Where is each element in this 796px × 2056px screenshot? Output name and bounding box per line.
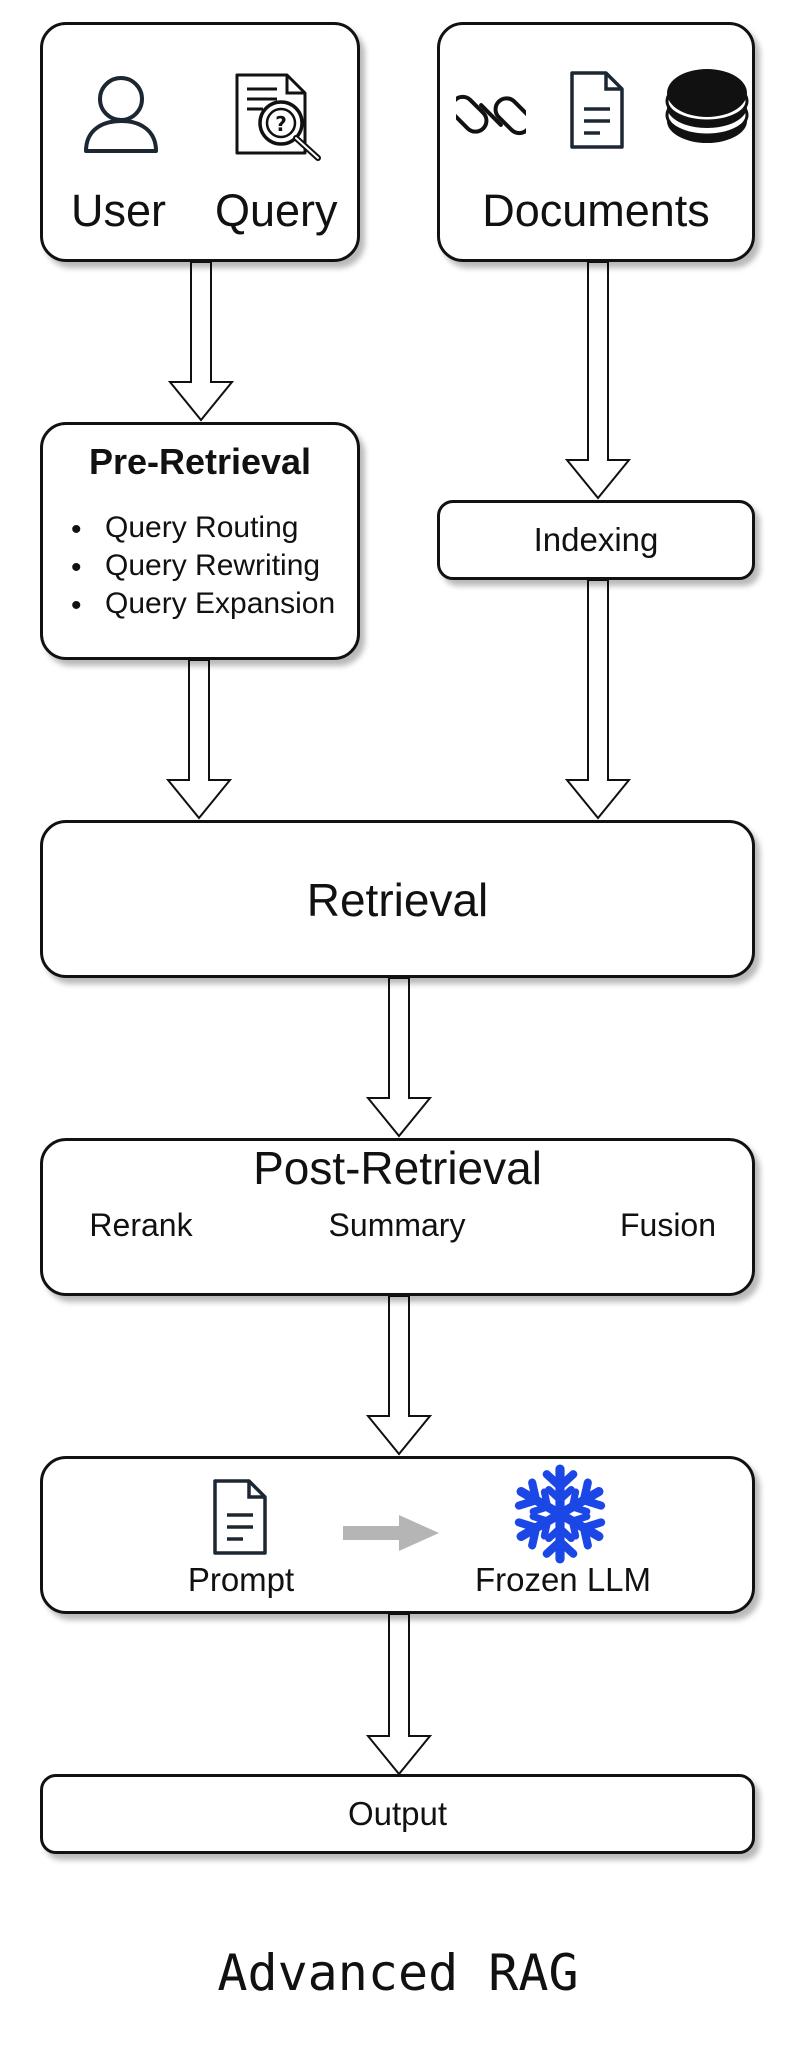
pre-retrieval-bullet-2: •	[71, 551, 82, 584]
arrow-pre-retrieval-to-retrieval	[165, 659, 233, 820]
stack-icon	[665, 69, 749, 143]
query-document-icon: ?	[235, 73, 321, 161]
frozen-llm-label: Frozen LLM	[474, 1561, 652, 1598]
arrow-post-retrieval-to-generation	[365, 1295, 433, 1456]
documents-box: Documents	[437, 22, 755, 262]
pre-retrieval-item: Query Expansion	[105, 587, 336, 620]
indexing-label: Indexing	[533, 521, 659, 558]
pre-retrieval-box: Pre-Retrieval • Query Routing • Query Re…	[40, 422, 360, 660]
user-icon	[84, 76, 158, 153]
link-icon	[456, 94, 526, 136]
pre-retrieval-bullet-3: •	[71, 589, 82, 622]
pre-retrieval-title: Pre-Retrieval	[88, 441, 312, 482]
arrow-retrieval-to-post-retrieval	[365, 977, 433, 1138]
prompt-label: Prompt	[187, 1561, 295, 1598]
pre-retrieval-item: Query Rewriting	[105, 549, 321, 582]
documents-label: Documents	[482, 185, 710, 236]
generation-box: Prompt Frozen LLM	[40, 1456, 755, 1614]
diagram-caption: Advanced RAG	[217, 1944, 579, 2002]
arrow-generation-to-output	[365, 1613, 433, 1776]
post-retrieval-item: Fusion	[619, 1207, 717, 1243]
post-retrieval-item: Summary	[328, 1207, 466, 1243]
user-query-box: ? User Query	[40, 22, 360, 262]
arrow-indexing-to-retrieval	[564, 579, 632, 820]
post-retrieval-title: Post-Retrieval	[253, 1142, 542, 1194]
snowflake-icon	[509, 1463, 611, 1565]
pre-retrieval-item: Query Routing	[105, 511, 299, 544]
document-icon	[570, 71, 624, 149]
post-retrieval-box: Post-Retrieval Rerank Summary Fusion	[40, 1138, 755, 1296]
output-box: Output	[40, 1774, 755, 1854]
post-retrieval-item: Rerank	[89, 1207, 193, 1243]
retrieval-box: Retrieval	[40, 820, 755, 978]
arrow-query-to-pre-retrieval	[167, 261, 235, 422]
pre-retrieval-bullet-1: •	[71, 513, 82, 546]
user-label: User	[71, 185, 167, 236]
prompt-document-icon	[213, 1479, 267, 1555]
output-label: Output	[347, 1795, 448, 1832]
query-label: Query	[215, 185, 338, 236]
flow-arrow-icon	[343, 1515, 439, 1551]
indexing-box: Indexing	[437, 500, 755, 580]
retrieval-label: Retrieval	[306, 874, 489, 926]
svg-text:?: ?	[275, 112, 287, 136]
arrow-documents-to-indexing	[564, 261, 632, 500]
